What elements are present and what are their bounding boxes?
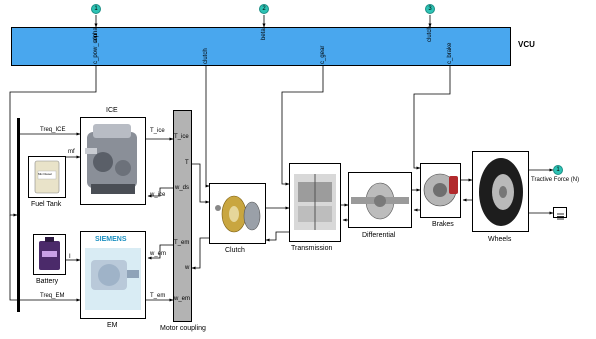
brakes-block[interactable] — [420, 163, 461, 218]
motor-coupling-block[interactable] — [173, 110, 192, 322]
wheels-block[interactable] — [472, 151, 529, 232]
w-ice-label: w_ice — [150, 192, 165, 199]
battery-i-label: I — [69, 254, 71, 261]
scope-icon — [554, 212, 566, 221]
fuel-can-label: Mix Diesel — [38, 172, 52, 176]
ice-block[interactable] — [80, 117, 146, 205]
brake-disc-icon — [421, 164, 460, 217]
engine-icon — [81, 118, 145, 204]
differential-title: Differential — [362, 232, 395, 240]
battery-title: Battery — [36, 278, 58, 286]
coupling-port-t-ice: T_ice — [174, 134, 189, 141]
outport-tractive-force[interactable]: 1 — [553, 165, 563, 175]
fuel-tank-block[interactable]: Mix Diesel — [28, 156, 66, 198]
coupling-port-t-em: T_em — [174, 240, 189, 247]
battery-block[interactable] — [33, 234, 66, 275]
clutch-block[interactable] — [209, 183, 266, 244]
t-em-label: T_em — [150, 293, 165, 300]
gearbox-icon — [290, 164, 340, 241]
treq-em-label: Treq_EM — [40, 293, 64, 300]
differential-icon — [349, 173, 411, 227]
fuel-tank-title: Fuel Tank — [31, 201, 61, 209]
em-brand: SIEMENS — [95, 236, 127, 243]
vcu-out-clutch-label: clutch — [203, 48, 210, 64]
differential-block[interactable] — [348, 172, 412, 228]
motor-icon — [81, 232, 145, 318]
vcu-in-beta-label: beta — [261, 28, 268, 40]
motor-coupling-title: Motor coupling — [160, 325, 206, 333]
bus-bar — [17, 118, 20, 312]
mf-label: mf — [68, 149, 75, 156]
ice-title: ICE — [106, 107, 118, 115]
em-block[interactable]: SIEMENS — [80, 231, 146, 319]
w-em-out-label: w_em — [150, 251, 166, 258]
treq-ice-label: Treq_ICE — [40, 127, 65, 134]
inport-beta[interactable]: 2 — [259, 4, 269, 14]
wire-clutch-cmd — [206, 66, 209, 186]
coupling-port-t: T — [185, 160, 189, 167]
scope-block[interactable] — [553, 207, 567, 218]
wire-tx-clutch — [266, 232, 289, 240]
vcu-out-c-gear-label: c_gear — [320, 46, 327, 64]
vcu-out-c-pow-con-label: c_pow_con — [93, 34, 100, 64]
tire-icon — [473, 152, 528, 231]
transmission-title: Transmission — [291, 245, 332, 253]
tractive-force-label: Tractive Force (N) — [531, 177, 579, 184]
transmission-block[interactable] — [289, 163, 341, 242]
em-title: EM — [107, 322, 118, 330]
battery-icon — [34, 235, 65, 274]
wire-coupling-t — [192, 164, 209, 202]
vcu-out-c-brake-label: c_brake — [447, 43, 454, 64]
wire-coupling-w — [192, 238, 209, 268]
coupling-port-w-ds: w_ds — [175, 185, 189, 192]
inport-clutch[interactable]: 3 — [425, 4, 435, 14]
coupling-port-w: w — [185, 265, 189, 272]
wheels-title: Wheels — [488, 236, 511, 244]
clutch-icon — [210, 184, 265, 243]
vcu-title: VCU — [518, 41, 535, 49]
coupling-port-w-em: w_em — [174, 296, 190, 303]
brakes-title: Brakes — [432, 221, 454, 229]
fuel-can-icon — [29, 157, 65, 197]
inport-alpha[interactable]: 1 — [91, 4, 101, 14]
wire-c-brake — [414, 66, 450, 168]
vcu-in-clutch-label: clutch — [427, 26, 434, 42]
clutch-title: Clutch — [225, 247, 245, 255]
t-ice-out-label: T_ice — [150, 128, 165, 135]
